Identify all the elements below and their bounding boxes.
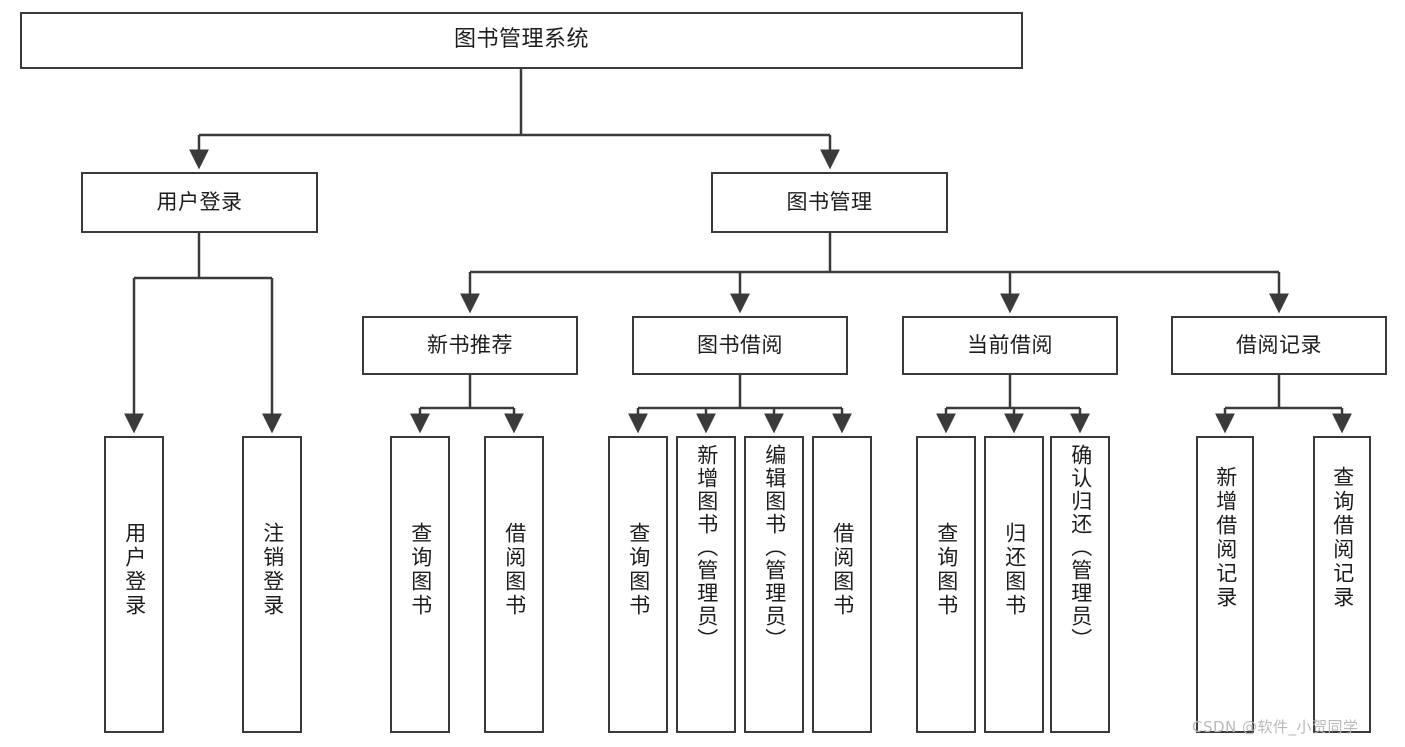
node-book-manage-label: 图书管理	[786, 189, 873, 214]
leaf-user-login-label: 用户登录	[122, 522, 147, 618]
node-current-borrow[interactable]: 当前借阅	[902, 316, 1118, 375]
leaf-query-book-3-label: 查询图书	[934, 522, 959, 618]
node-borrow-record[interactable]: 借阅记录	[1171, 316, 1387, 375]
leaf-logout[interactable]: 注销登录	[242, 436, 302, 733]
leaf-borrow-book-2[interactable]: 借阅图书	[812, 436, 872, 733]
leaf-add-record[interactable]: 新增借阅记录	[1196, 436, 1254, 733]
leaf-edit-book[interactable]: 编辑图书（管理员）	[744, 436, 804, 733]
leaf-add-book[interactable]: 新增图书（管理员）	[676, 436, 736, 733]
leaf-query-book-1[interactable]: 查询图书	[390, 436, 450, 733]
node-new-book-recommend[interactable]: 新书推荐	[362, 316, 578, 375]
node-book-borrow[interactable]: 图书借阅	[632, 316, 848, 375]
node-book-manage[interactable]: 图书管理	[711, 172, 948, 233]
leaf-borrow-book-1-label: 借阅图书	[502, 522, 527, 618]
leaf-borrow-book-1[interactable]: 借阅图书	[484, 436, 544, 733]
leaf-query-book-1-label: 查询图书	[408, 522, 433, 618]
node-user-login-label: 用户登录	[156, 189, 243, 214]
leaf-query-book-2[interactable]: 查询图书	[608, 436, 668, 733]
leaf-user-login[interactable]: 用户登录	[104, 436, 164, 733]
node-user-login[interactable]: 用户登录	[81, 172, 318, 233]
leaf-return-book-label: 归还图书	[1002, 522, 1027, 618]
leaf-query-record-label: 查询借阅记录	[1330, 466, 1355, 610]
node-current-borrow-label: 当前借阅	[967, 332, 1053, 357]
node-root-label: 图书管理系统	[453, 27, 589, 53]
leaf-borrow-book-2-label: 借阅图书	[830, 522, 855, 618]
node-root[interactable]: 图书管理系统	[20, 12, 1023, 69]
csdn-watermark: CSDN @软件_小贺同学	[1192, 718, 1359, 736]
leaf-query-book-2-label: 查询图书	[626, 522, 651, 618]
leaf-logout-label: 注销登录	[260, 522, 285, 618]
leaf-edit-book-label: 编辑图书（管理员）	[762, 444, 787, 651]
leaf-query-book-3[interactable]: 查询图书	[916, 436, 976, 733]
leaf-confirm-return[interactable]: 确认归还（管理员）	[1050, 436, 1110, 733]
leaf-query-record[interactable]: 查询借阅记录	[1313, 436, 1371, 733]
leaf-add-record-label: 新增借阅记录	[1213, 466, 1238, 610]
node-new-book-recommend-label: 新书推荐	[427, 332, 513, 357]
leaf-confirm-return-label: 确认归还（管理员）	[1068, 444, 1093, 651]
leaf-add-book-label: 新增图书（管理员）	[694, 444, 719, 651]
leaf-return-book[interactable]: 归还图书	[984, 436, 1044, 733]
node-borrow-record-label: 借阅记录	[1236, 332, 1322, 357]
node-book-borrow-label: 图书借阅	[697, 332, 783, 357]
